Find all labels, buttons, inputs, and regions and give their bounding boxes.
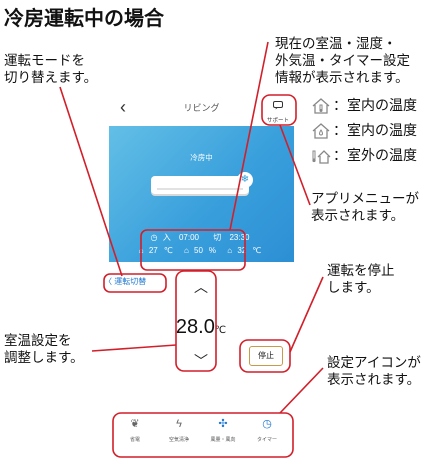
temp-unit: ℃: [214, 325, 227, 336]
timer-row: ◷ 入 07:00 切 23:30: [109, 232, 294, 243]
support-button[interactable]: サポート: [263, 97, 293, 124]
readings-row: ⌂ 27℃ ⌂ 50% ⌂ 32℃: [109, 246, 294, 255]
nav-airflow[interactable]: ✣ 風量・風向: [203, 410, 243, 443]
outdoor-thermometer-icon: [312, 150, 331, 164]
page-title: 冷房運転中の場合: [4, 8, 164, 30]
support-label: サポート: [266, 118, 289, 124]
status-panel: 冷房中 ❄ ◷ 入 07:00 切 23:30 ⌂ 27℃ ⌂ 50% ⌂ 32…: [109, 126, 294, 262]
nav-label: 省電: [129, 437, 140, 443]
stop-button[interactable]: 停止: [249, 346, 283, 366]
timer-on: ◷ 入 07:00: [150, 233, 199, 242]
callout-info-display: 現在の室温・湿度・ 外気温・タイマー設定 情報が表示されます。: [275, 36, 410, 85]
humidity-reading: ⌂ 50%: [183, 246, 217, 255]
set-temperature: 28.0℃: [161, 316, 241, 339]
legend-indoor-temp: ：室内の温度: [311, 95, 417, 115]
house-humidity-icon: [312, 123, 330, 139]
ac-unit-illustration: [151, 176, 249, 194]
timer-off: 切 23:30: [213, 233, 250, 242]
nav-air-purify[interactable]: ϟ 空気清浄: [159, 410, 199, 443]
leader-stop: [289, 276, 324, 353]
chat-bubble-icon: [273, 101, 283, 110]
operation-status: 冷房中: [190, 153, 213, 162]
callout-temp-adjust: 室温設定を 調整します。: [4, 333, 84, 365]
indoor-temp-reading: ⌂ 27℃: [138, 246, 173, 255]
callout-stop: 運転を停止 します。: [327, 263, 395, 295]
callout-setting-icons: 設定アイコンが 表示されます。: [327, 355, 421, 387]
nav-power-saving[interactable]: ❦ 省電: [115, 410, 155, 443]
back-button[interactable]: ‹: [120, 97, 126, 117]
phone-screen: ‹ リビング サポート 冷房中 ❄ ◷ 入 07:00 切 23:30 ⌂ 27…: [104, 90, 294, 457]
lightning-icon: ϟ: [176, 418, 182, 430]
ac-vent: [157, 188, 243, 190]
legend-label: ：室内の温度: [333, 97, 417, 113]
snowflake-icon: ❄: [237, 172, 253, 188]
legend-label: ：室内の温度: [333, 122, 417, 138]
nav-label: 空気清浄: [168, 437, 189, 443]
fan-icon: ✣: [218, 418, 228, 430]
nav-label: タイマー: [256, 437, 277, 443]
clock-icon: ◷: [262, 418, 272, 430]
leaf-icon: ❦: [130, 418, 140, 430]
house-thermometer-icon: [312, 98, 330, 114]
app-header: ‹ リビング サポート: [109, 90, 294, 127]
mode-switch-button[interactable]: 〈 運転切替: [104, 277, 147, 286]
temp-number: 28.0: [175, 316, 215, 338]
outdoor-temp-reading: ⌂ 32℃: [227, 246, 262, 255]
legend-label: ：室外の温度: [333, 147, 417, 163]
legend-outdoor-temp: ：室外の温度: [311, 145, 417, 165]
temp-down-button[interactable]: ﹀: [194, 353, 208, 369]
nav-timer[interactable]: ◷ タイマー: [247, 410, 287, 443]
callout-app-menu: アプリメニューが 表示されます。: [311, 191, 419, 223]
legend-indoor-humidity: ：室内の温度: [311, 120, 417, 140]
callout-mode-switch: 運転モードを 切り替えます。: [4, 53, 98, 85]
temp-up-button[interactable]: ︿: [194, 279, 208, 295]
nav-label: 風量・風向: [210, 437, 236, 443]
bottom-nav: ❦ 省電 ϟ 空気清浄 ✣ 風量・風向 ◷ タイマー: [113, 410, 294, 456]
room-title: リビング: [183, 103, 220, 113]
